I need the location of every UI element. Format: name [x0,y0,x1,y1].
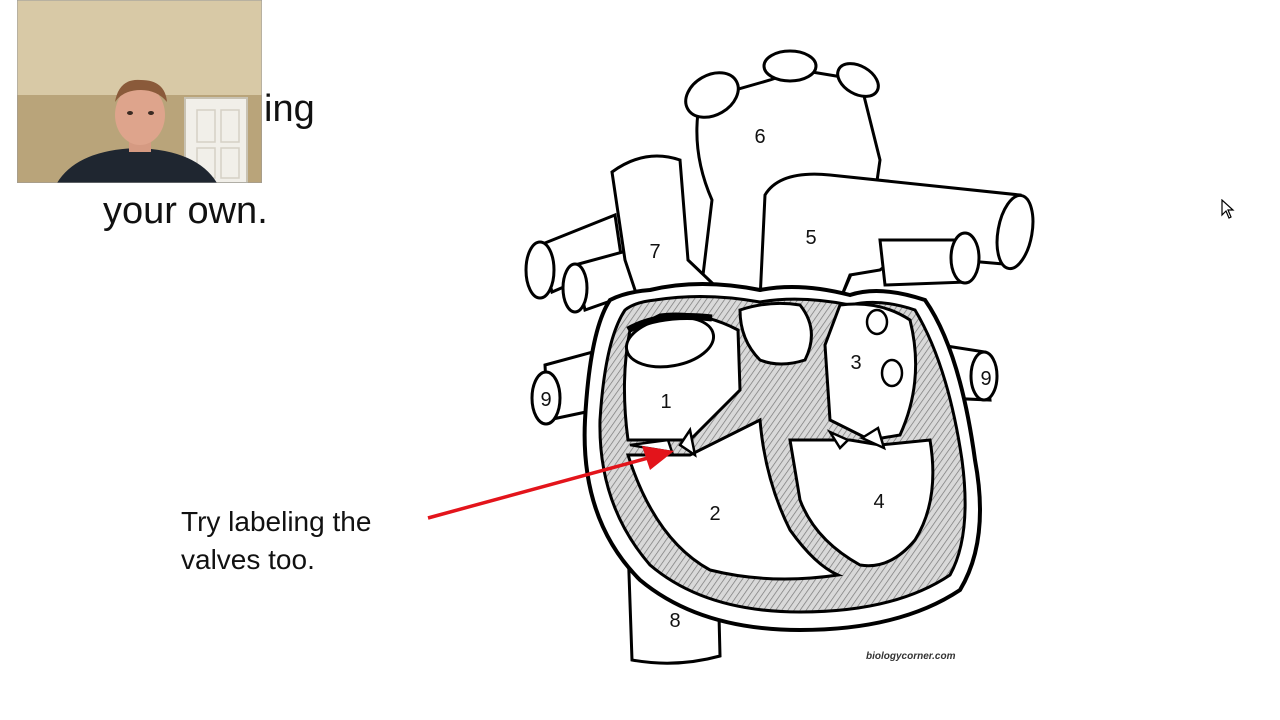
caption: Try labeling the valves too. [181,503,371,579]
slide-title-line: your own. [103,190,268,232]
diagram-credit: biologycorner.com [866,651,956,662]
caption-line: valves too. [181,544,315,575]
webcam-overlay [17,0,262,183]
label-3: 3 [850,352,861,374]
label-5: 5 [805,227,816,249]
label-9-right: 9 [540,389,551,411]
pulmonary-vein-opening [880,358,904,388]
label-8: 8 [669,610,680,632]
left-atrium [823,302,918,442]
right-ventricle [625,417,844,581]
pulmonary-vein-opening [865,308,889,336]
valve-pointer-arrow [427,456,649,520]
presenter [57,79,217,183]
mitral-valve [826,426,886,451]
label-1: 1 [660,391,671,413]
mouse-cursor-icon [1221,199,1235,219]
aortic-root [738,301,813,366]
caption-line: Try labeling the [181,506,372,537]
label-7: 7 [649,241,660,263]
label-9-left: 9 [980,368,991,390]
left-ventricle [788,438,935,568]
label-4: 4 [873,491,884,513]
label-2: 2 [709,503,720,525]
label-6: 6 [754,126,765,148]
aortic-branches [684,49,880,119]
arrow-head [642,446,674,470]
slide-title-fragment: ing [264,88,315,130]
